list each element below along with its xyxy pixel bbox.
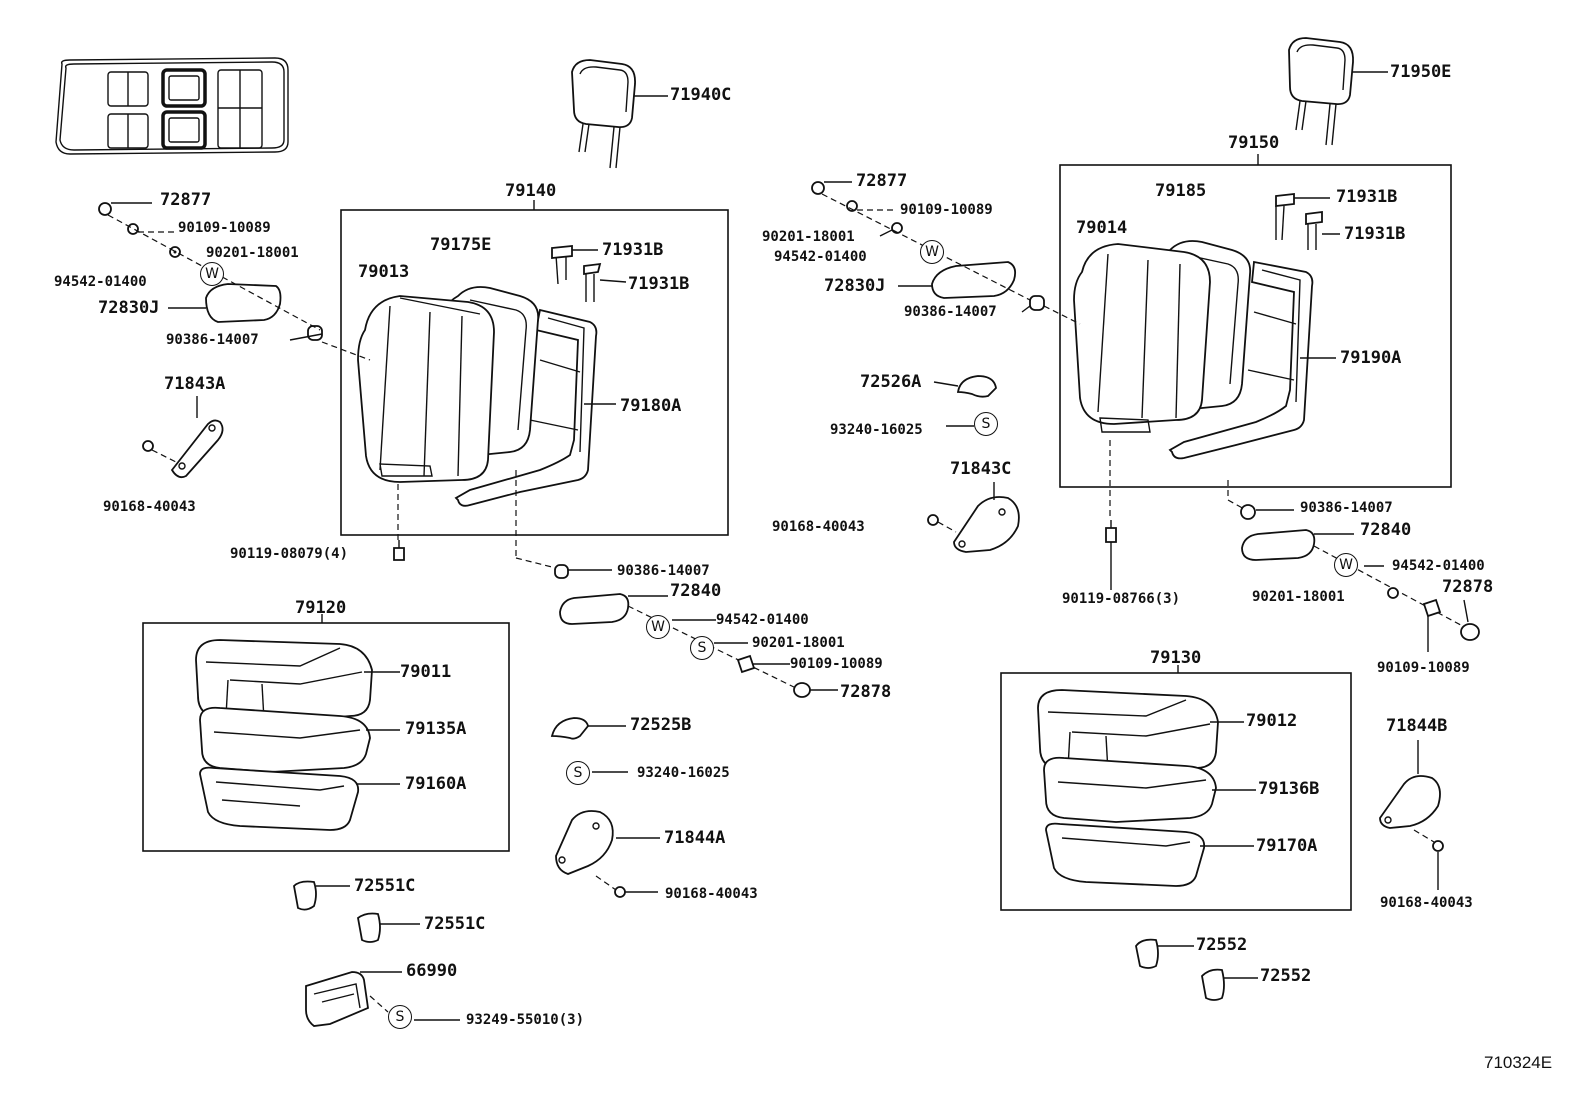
part-number-label[interactable]: 90201-18001 [206, 245, 299, 261]
part-number-label[interactable]: 71931B [628, 274, 690, 294]
part-number-label[interactable]: 93240-16025 [637, 765, 730, 781]
part-number-label[interactable]: 90386-14007 [1300, 500, 1393, 516]
cushion-assy-box-right [1000, 672, 1352, 911]
part-number-label[interactable]: 94542-01400 [54, 274, 147, 290]
part-number-label[interactable]: 90109-10089 [178, 220, 271, 236]
part-number-label[interactable]: 90109-10089 [1377, 660, 1470, 676]
part-number-label[interactable]: 90109-10089 [790, 656, 883, 672]
seat-layout-icon [55, 57, 289, 155]
part-number-label[interactable]: 72830J [98, 298, 160, 318]
part-number-label[interactable]: 90168-40043 [1380, 895, 1473, 911]
part-number-label[interactable]: 72552 [1196, 935, 1248, 955]
washer-symbol-1: W [200, 262, 224, 286]
figure-code: 710324E [1484, 1053, 1553, 1072]
part-number-label[interactable]: 72830J [824, 276, 886, 296]
part-number-label[interactable]: 79130 [1150, 648, 1202, 668]
part-number-label[interactable]: 71931B [1336, 187, 1398, 207]
hardware-right-drawing [811, 181, 1480, 1001]
part-number-label[interactable]: 79140 [505, 181, 557, 201]
part-number-label[interactable]: 79135A [405, 719, 467, 739]
screw-symbol-4: S [974, 412, 998, 436]
seatback-left-drawing [357, 286, 598, 540]
part-number-label[interactable]: 90119-08766(3) [1062, 591, 1181, 607]
part-number-label[interactable]: 94542-01400 [1392, 558, 1485, 574]
part-number-label[interactable]: 79150 [1228, 133, 1280, 153]
part-number-label[interactable]: 90168-40043 [772, 519, 865, 535]
part-number-label[interactable]: 71931B [1344, 224, 1406, 244]
part-number-label[interactable]: 94542-01400 [774, 249, 867, 265]
part-number-label[interactable]: 72840 [1360, 520, 1412, 540]
part-number-label[interactable]: 79180A [620, 396, 682, 416]
part-number-label[interactable]: 93240-16025 [830, 422, 923, 438]
seatback-right-drawing [1073, 240, 1314, 520]
part-number-label[interactable]: 79190A [1340, 348, 1402, 368]
part-number-label[interactable]: 71940C [670, 85, 732, 105]
part-number-label[interactable]: 72878 [840, 682, 892, 702]
part-number-label[interactable]: 94542-01400 [716, 612, 809, 628]
part-number-label[interactable]: 79014 [1076, 218, 1128, 238]
part-number-label[interactable]: 79185 [1155, 181, 1207, 201]
part-number-label[interactable]: 71950E [1390, 62, 1452, 82]
part-number-label[interactable]: 72526A [860, 372, 922, 392]
part-number-label[interactable]: 71844B [1386, 716, 1448, 736]
screw-symbol-3: S [388, 1005, 412, 1029]
washer-symbol-4: W [1334, 553, 1358, 577]
seatback-assy-box-right [1059, 164, 1452, 488]
part-number-label[interactable]: 72525B [630, 715, 692, 735]
part-number-label[interactable]: 72877 [856, 171, 908, 191]
part-number-label[interactable]: 79011 [400, 662, 452, 682]
washer-symbol-3: W [920, 240, 944, 264]
cushion-left-drawing [195, 639, 373, 831]
part-number-label[interactable]: 72877 [160, 190, 212, 210]
screw-symbol-2: S [566, 761, 590, 785]
part-number-label[interactable]: 90168-40043 [103, 499, 196, 515]
part-number-label[interactable]: 79136B [1258, 779, 1320, 799]
part-number-label[interactable]: 79012 [1246, 711, 1298, 731]
part-number-label[interactable]: 93249-55010(3) [466, 1012, 585, 1028]
part-number-label[interactable]: 90119-08079(4) [230, 546, 349, 562]
part-number-label[interactable]: 90168-40043 [665, 886, 758, 902]
part-number-label[interactable]: 72840 [670, 581, 722, 601]
part-number-label[interactable]: 90386-14007 [166, 332, 259, 348]
washer-symbol-2: W [646, 615, 670, 639]
part-number-label[interactable]: 90386-14007 [904, 304, 997, 320]
part-number-label[interactable]: 79170A [1256, 836, 1318, 856]
part-number-label[interactable]: 79175E [430, 235, 492, 255]
part-number-label[interactable]: 72878 [1442, 577, 1494, 597]
screw-symbol-1: S [690, 636, 714, 660]
cushion-assy-box-left [142, 622, 510, 852]
part-number-label[interactable]: 71843A [164, 374, 226, 394]
part-number-label[interactable]: 72552 [1260, 966, 1312, 986]
part-number-label[interactable]: 71844A [664, 828, 726, 848]
part-number-label[interactable]: 79160A [405, 774, 467, 794]
part-number-label[interactable]: 72551C [354, 876, 416, 896]
part-number-label[interactable]: 72551C [424, 914, 486, 934]
part-number-label[interactable]: 90201-18001 [762, 229, 855, 245]
hardware-middle-drawing [293, 245, 838, 1027]
part-number-label[interactable]: 90386-14007 [617, 563, 710, 579]
part-number-label[interactable]: 79013 [358, 262, 410, 282]
part-number-label[interactable]: 66990 [406, 961, 458, 981]
part-number-label[interactable]: 90109-10089 [900, 202, 993, 218]
part-number-label[interactable]: 90201-18001 [1252, 589, 1345, 605]
part-number-label[interactable]: 71843C [950, 459, 1012, 479]
part-number-label[interactable]: 71931B [602, 240, 664, 260]
part-number-label[interactable]: 79120 [295, 598, 347, 618]
part-number-label[interactable]: 90201-18001 [752, 635, 845, 651]
cushion-right-drawing [1037, 689, 1219, 887]
headrest-right-drawing [1288, 37, 1388, 146]
headrest-left-drawing [571, 59, 668, 169]
